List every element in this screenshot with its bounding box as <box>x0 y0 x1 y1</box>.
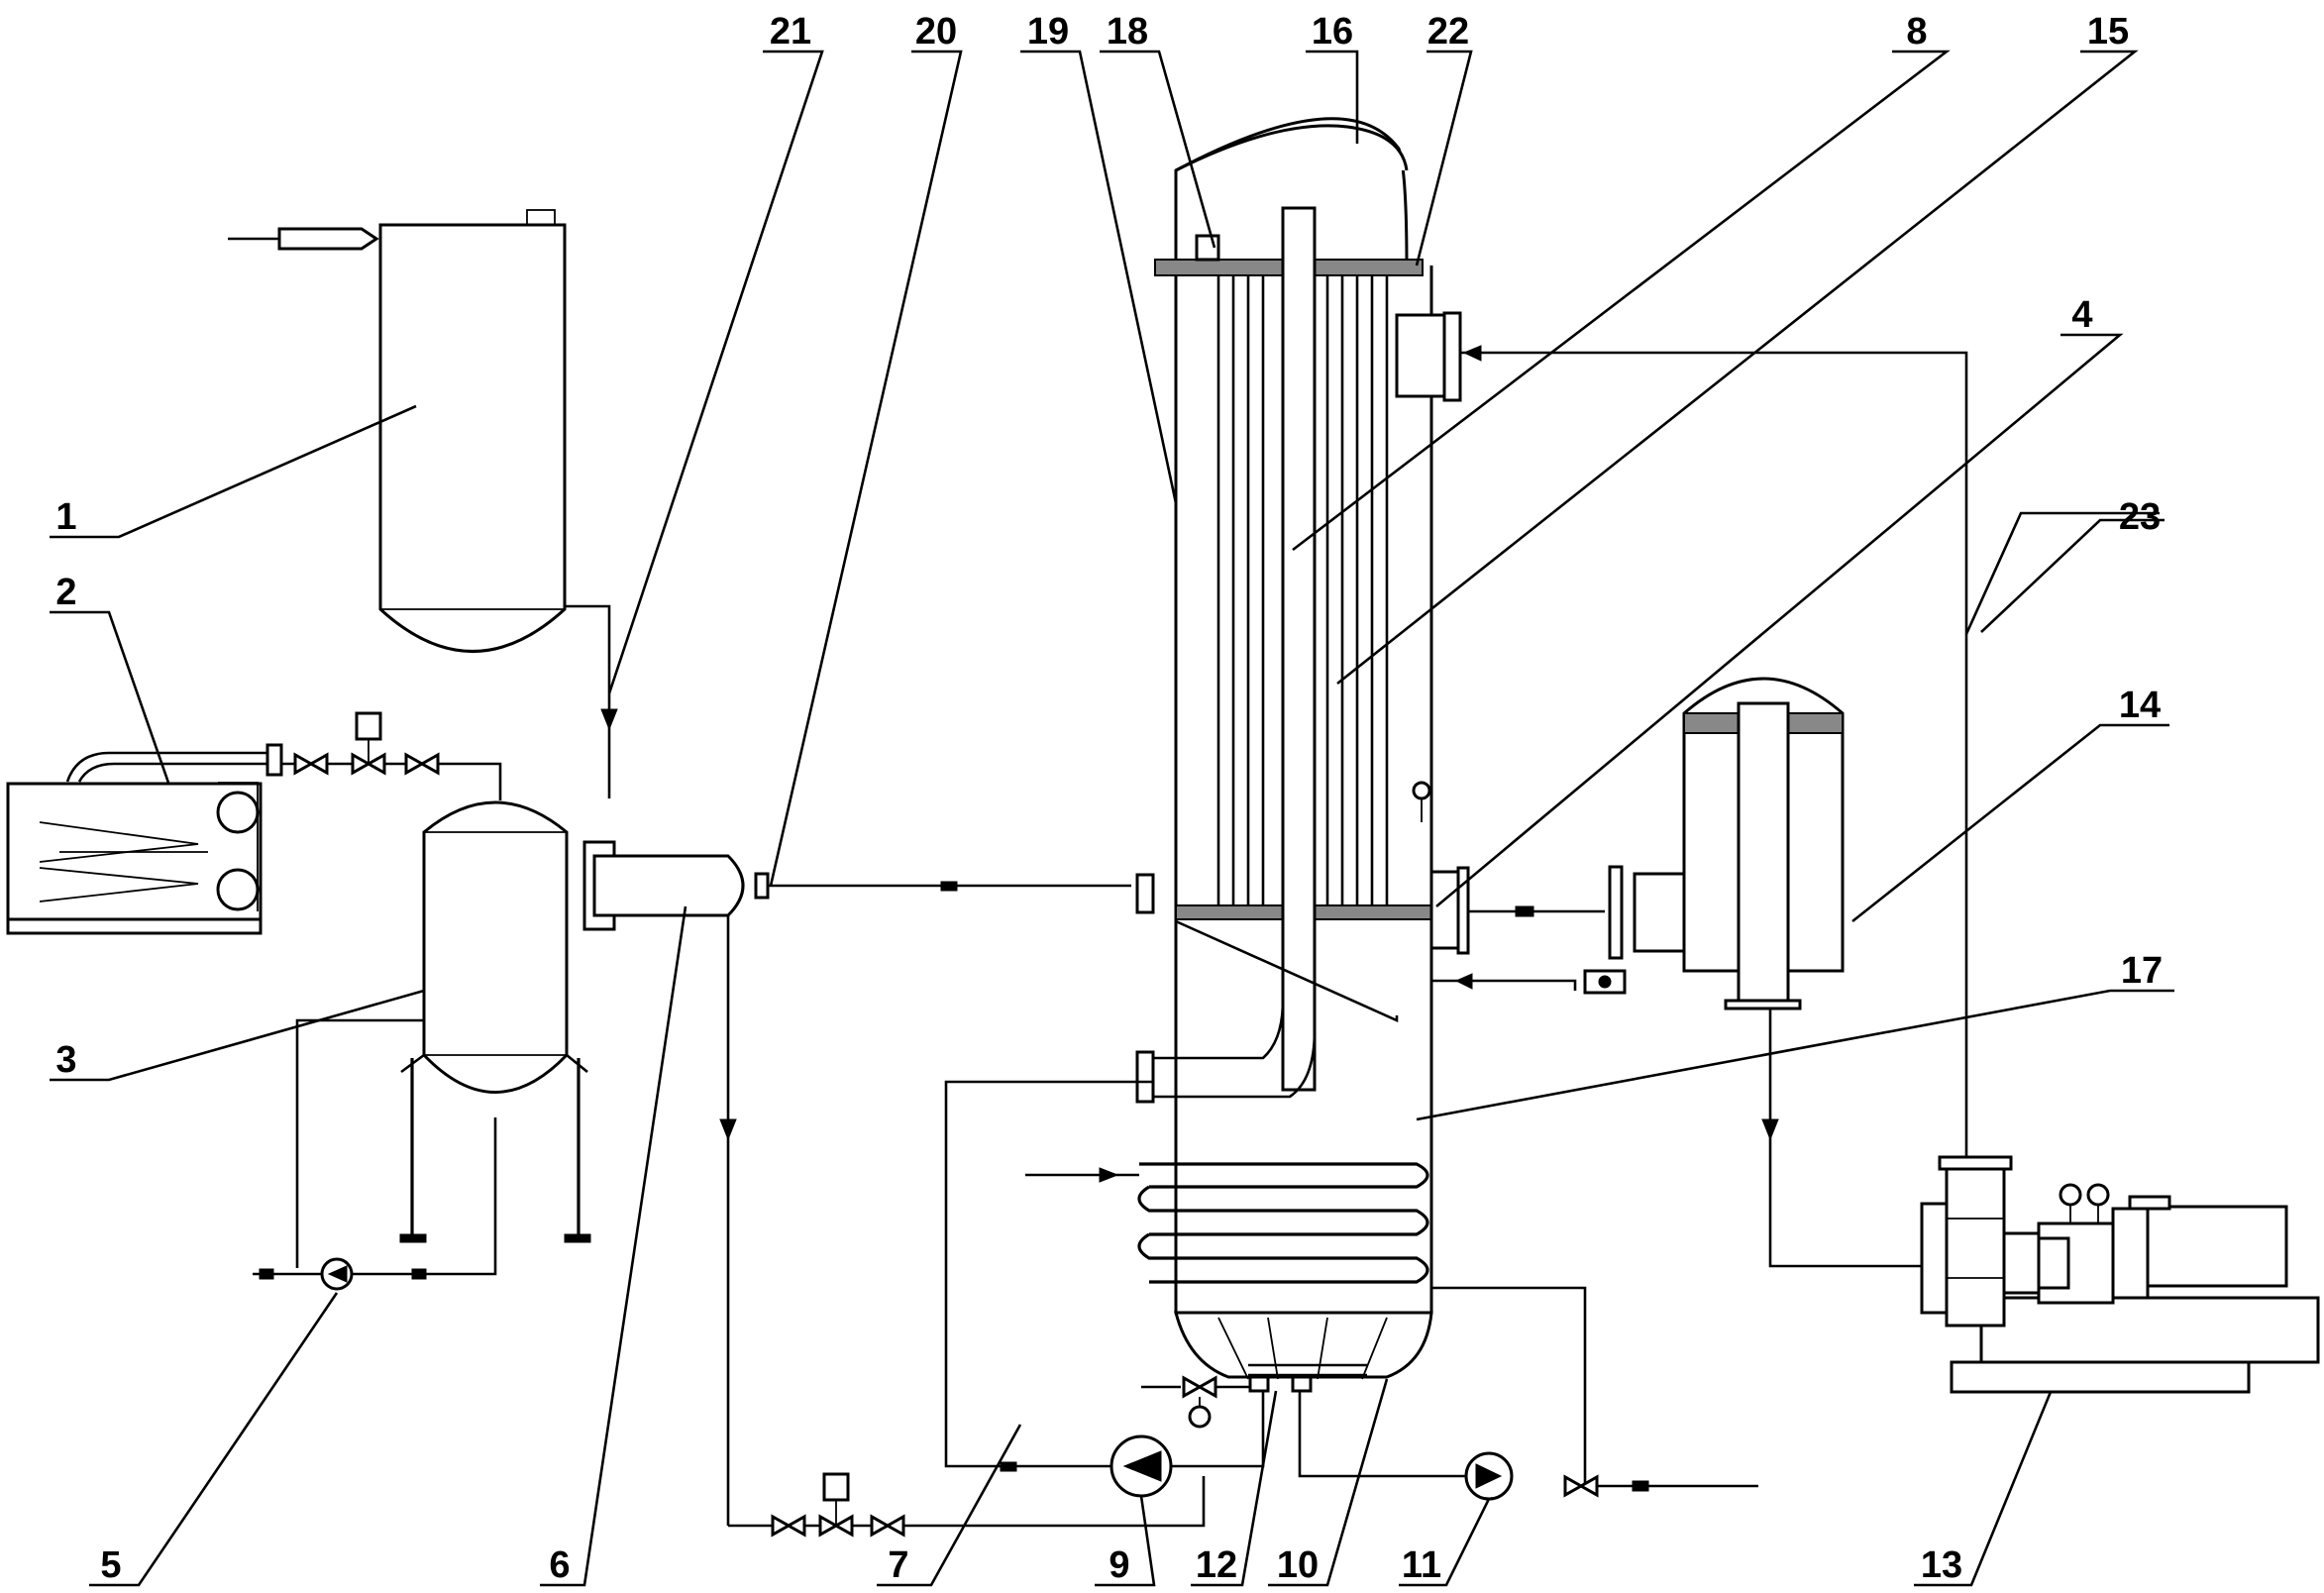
callout-label: 15 <box>2087 11 2129 53</box>
valve-icon <box>351 711 386 776</box>
callout-label: 7 <box>888 1544 908 1586</box>
callout-label: 1 <box>55 496 76 538</box>
cyclone-separator <box>1583 677 1922 1268</box>
callout-labels: 1 2 3 4 5 6 7 8 9 10 11 12 13 14 15 16 1… <box>55 11 2163 1586</box>
callout-label: 23 <box>2119 496 2161 538</box>
condenser <box>582 840 1206 1538</box>
pump-5 <box>253 1257 427 1291</box>
leader-lines <box>50 50 2174 1587</box>
callout-label: 3 <box>55 1039 76 1081</box>
callout-label: 19 <box>1027 11 1069 53</box>
vacuum-unit <box>6 711 502 935</box>
valve-icon <box>293 752 329 776</box>
feed-tank <box>228 209 618 798</box>
callout-label: 18 <box>1107 11 1148 53</box>
mvr-compressor <box>1920 1155 2320 1394</box>
callout-label: 10 <box>1277 1544 1319 1586</box>
callout-label: 8 <box>1906 11 1927 53</box>
callout-label: 14 <box>2119 685 2161 726</box>
callout-label: 21 <box>770 11 811 53</box>
callout-label: 5 <box>100 1544 121 1586</box>
callout-label: 17 <box>2121 950 2163 992</box>
callout-label: 16 <box>1312 11 1353 53</box>
callout-label: 12 <box>1196 1544 1237 1586</box>
separator-vessel <box>295 800 591 1276</box>
callout-label: 22 <box>1427 11 1469 53</box>
evaporator-column <box>944 117 1968 1472</box>
valve-icon <box>1563 1474 1599 1498</box>
callout-label: 2 <box>55 572 76 613</box>
callout-label: 13 <box>1921 1544 1962 1586</box>
callout-label: 9 <box>1109 1544 1129 1586</box>
callout-label: 4 <box>2071 294 2092 336</box>
valve-icon <box>771 1514 806 1538</box>
valve-icon <box>818 1472 854 1538</box>
valve-icon <box>404 752 440 776</box>
valve-icon <box>870 1514 905 1538</box>
pump-9 <box>1109 1389 1265 1498</box>
pump-11 <box>1298 1391 1514 1501</box>
drain-valve-12 <box>1141 1375 1313 1429</box>
callout-label: 20 <box>915 11 957 53</box>
callout-label: 6 <box>549 1544 570 1586</box>
heating-coil <box>1025 1162 1758 1498</box>
callout-label: 11 <box>1402 1544 1441 1586</box>
